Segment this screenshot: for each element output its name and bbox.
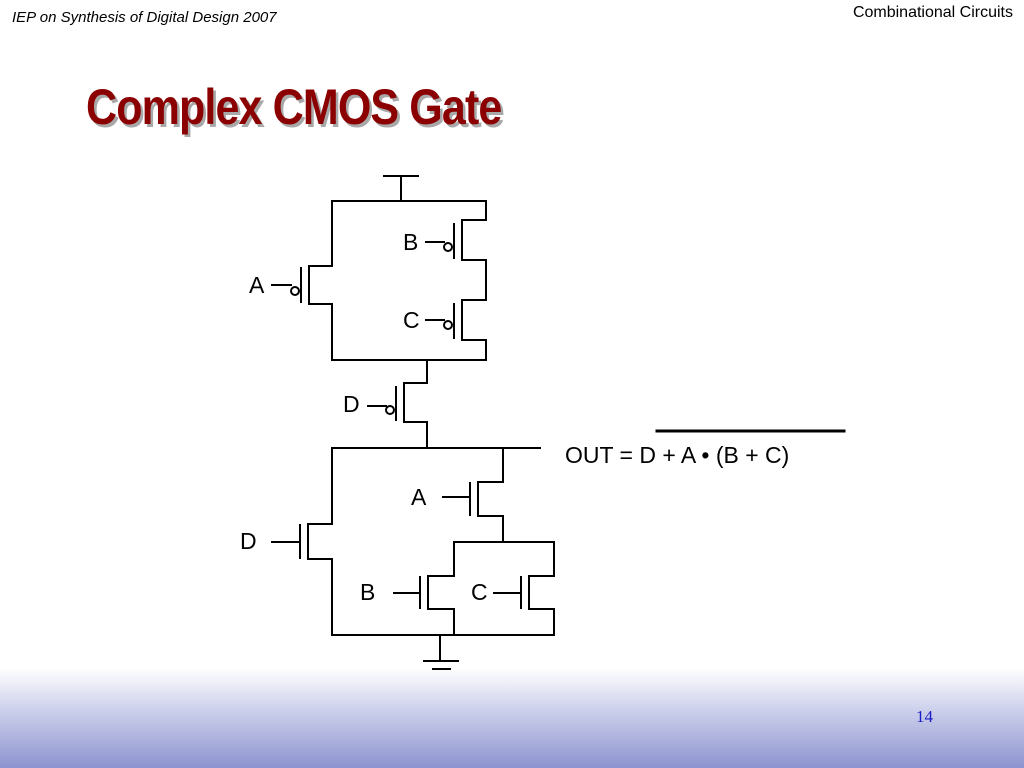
page-number: 14 [916, 707, 933, 726]
pmos-transistor-b [425, 219, 487, 261]
nmos-transistor-b [393, 575, 455, 610]
nmos-label-d: D [240, 528, 257, 554]
pmos-label-b: B [403, 229, 418, 255]
pmos-label-a: A [249, 272, 265, 298]
course-title: IEP on Synthesis of Digital Design 2007 [12, 9, 277, 26]
section-title: Combinational Circuits [852, 4, 1013, 21]
pmos-transistor-a [271, 265, 333, 312]
pmos-transistor-d [367, 382, 428, 449]
vdd-symbol [383, 175, 419, 202]
nmos-label-b: B [360, 579, 375, 605]
pmos-label-c: C [403, 307, 420, 333]
ground-symbol [423, 660, 459, 670]
output-equation: OUT = D + A • (B + C) [565, 442, 789, 468]
nmos-transistor-d [271, 523, 333, 560]
pmos-transistor-c [425, 299, 487, 341]
nmos-transistor-a [442, 481, 504, 517]
footer-gradient-band [0, 668, 1024, 768]
nmos-label-c: C [471, 579, 488, 605]
pmos-label-d: D [343, 391, 360, 417]
pullup-network-wires [331, 200, 487, 384]
equation-prefix: OUT = [565, 442, 639, 468]
pulldown-network-wires [331, 447, 555, 662]
nmos-transistor-c [493, 575, 555, 610]
nmos-label-a: A [411, 484, 427, 510]
equation-inverted-expression: D + A • (B + C) [639, 442, 789, 468]
slide-title: Complex CMOS Gate [86, 79, 502, 135]
